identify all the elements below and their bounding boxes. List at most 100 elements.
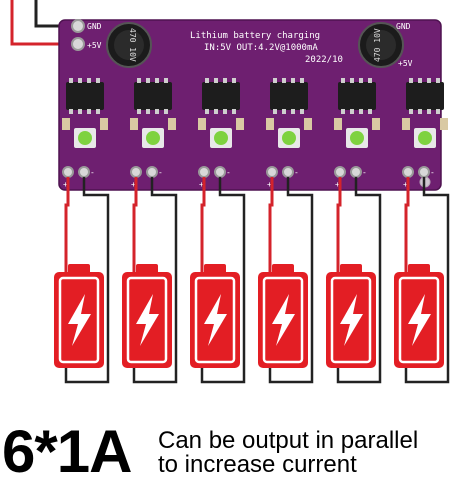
board-spec: IN:5V OUT:4.2V@1000mA xyxy=(204,43,318,53)
output-pad-minus xyxy=(350,166,362,178)
battery-icon xyxy=(258,177,314,384)
ic-pin xyxy=(137,109,141,114)
lightning-bolt-icon xyxy=(272,294,295,346)
output-label-minus: - xyxy=(226,168,231,177)
ic-pin xyxy=(341,78,345,83)
ic-pin xyxy=(427,78,431,83)
capacitor-right-label: 470 10V xyxy=(373,28,382,62)
capacitor-left: 470 10V xyxy=(106,22,152,68)
caption-line-2: to increase current xyxy=(158,451,357,478)
charging-channel: +- xyxy=(198,78,244,189)
smd-resistor xyxy=(440,118,448,130)
ic-pin xyxy=(291,109,295,114)
pin-label-5v-left: +5V xyxy=(87,41,102,50)
battery-inner-frame xyxy=(330,276,372,364)
status-led xyxy=(418,131,432,145)
smd-resistor xyxy=(402,118,410,130)
ic-pin xyxy=(418,109,422,114)
ic-pin xyxy=(69,78,73,83)
lightning-bolt-icon xyxy=(204,294,227,346)
pad-input-gnd xyxy=(71,19,85,33)
charger-ic xyxy=(406,82,444,110)
output-pad-minus xyxy=(418,166,430,178)
charger-ic xyxy=(270,82,308,110)
battery-inner-frame xyxy=(58,276,100,364)
ic-pin xyxy=(300,78,304,83)
ic-pin xyxy=(409,109,413,114)
charging-channel: +- xyxy=(334,78,380,189)
output-pad-minus xyxy=(282,166,294,178)
ic-pin xyxy=(205,109,209,114)
smd-resistor xyxy=(100,118,108,130)
ic-pin xyxy=(69,109,73,114)
output-label-plus: + xyxy=(267,180,272,189)
capacitor-right: 470 10V xyxy=(358,22,404,68)
battery-terminal xyxy=(68,264,90,274)
ic-pin xyxy=(232,109,236,114)
battery-inner-frame xyxy=(398,276,440,364)
ic-pin xyxy=(146,109,150,114)
wire-negative xyxy=(404,177,450,384)
ic-pin xyxy=(359,78,363,83)
status-led xyxy=(78,131,92,145)
charging-channels: +-+-+-+-+-+- xyxy=(62,78,448,189)
pad-input-5v xyxy=(71,37,85,51)
status-led xyxy=(214,131,228,145)
charger-ic xyxy=(202,82,240,110)
smd-resistor xyxy=(334,118,342,130)
smd-resistor xyxy=(266,118,274,130)
output-label-minus: - xyxy=(294,168,299,177)
status-led xyxy=(350,131,364,145)
ic-pin xyxy=(164,78,168,83)
wire-negative xyxy=(200,177,246,384)
status-led xyxy=(146,131,160,145)
output-label-plus: + xyxy=(63,180,68,189)
ic-pin xyxy=(87,109,91,114)
output-pad-minus xyxy=(214,166,226,178)
ic-pin xyxy=(350,78,354,83)
ic-pin xyxy=(87,78,91,83)
charging-channel: +- xyxy=(266,78,312,189)
battery-terminal xyxy=(136,264,158,274)
battery-inner-frame xyxy=(126,276,168,364)
lightning-bolt-icon xyxy=(68,294,91,346)
input-wire-red xyxy=(10,0,78,46)
status-led xyxy=(282,131,296,145)
battery-icon xyxy=(394,177,450,384)
board-date: 2022/10 xyxy=(305,55,343,65)
ic-pin xyxy=(350,109,354,114)
ic-pin xyxy=(155,109,159,114)
output-label-plus: + xyxy=(131,180,136,189)
ic-pin xyxy=(78,78,82,83)
pin-label-5v-right: +5V xyxy=(398,59,413,68)
ic-pin xyxy=(300,109,304,114)
output-pad-minus xyxy=(146,166,158,178)
wire-positive xyxy=(200,177,206,272)
ic-pin xyxy=(223,109,227,114)
battery-icon xyxy=(122,177,178,384)
ic-pin xyxy=(368,78,372,83)
ic-pin xyxy=(96,109,100,114)
ic-pin xyxy=(436,78,440,83)
board-title: Lithium battery charging xyxy=(190,31,320,41)
output-pad-plus xyxy=(402,166,414,178)
ic-pin xyxy=(282,78,286,83)
output-label-minus: - xyxy=(362,168,367,177)
wire-positive xyxy=(132,177,138,272)
battery-inner-frame xyxy=(194,276,236,364)
ic-pin xyxy=(359,109,363,114)
ic-pin xyxy=(214,109,218,114)
output-label-minus: - xyxy=(90,168,95,177)
battery-icon xyxy=(190,177,246,384)
smd-resistor xyxy=(198,118,206,130)
ic-pin xyxy=(232,78,236,83)
output-label-minus: - xyxy=(158,168,163,177)
ic-pin xyxy=(436,109,440,114)
charger-ic xyxy=(66,82,104,110)
ic-pin xyxy=(273,109,277,114)
battery-row xyxy=(54,177,450,384)
ic-pin xyxy=(146,78,150,83)
smd-resistor xyxy=(372,118,380,130)
wire-positive xyxy=(268,177,274,272)
